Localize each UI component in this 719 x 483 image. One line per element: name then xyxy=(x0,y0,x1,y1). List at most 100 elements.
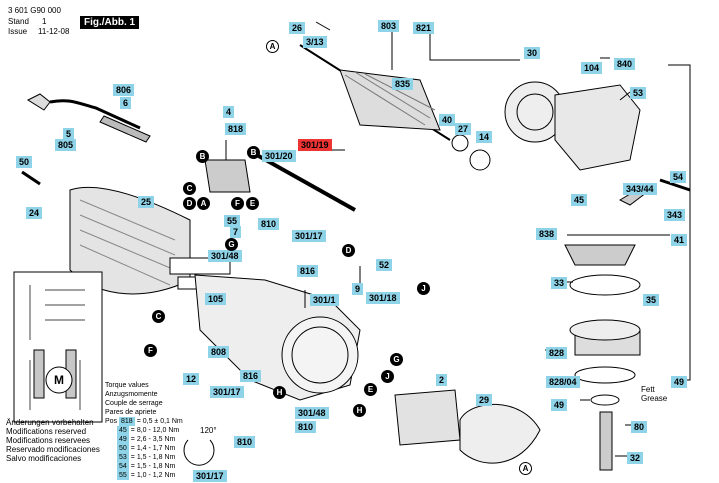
part-number-label: 810 xyxy=(258,218,280,230)
part-number-label: 835 xyxy=(392,78,414,90)
part-number-label: 805 xyxy=(55,139,77,151)
power-cord xyxy=(49,99,141,130)
connector-marker: J xyxy=(381,370,394,383)
grease-label-2: Grease xyxy=(641,394,668,403)
connector-marker: G xyxy=(390,353,403,366)
torque-table: Torque values Anzugsmomente Couple de se… xyxy=(105,381,183,480)
part-number-label: 2 xyxy=(436,374,448,386)
torque-title-1: Torque values xyxy=(105,382,149,389)
part-number-label: 301/1 xyxy=(310,294,339,306)
part-number-label: 343/44 xyxy=(623,183,657,195)
part-number-label: 105 xyxy=(205,293,227,305)
issue-value: 11-12-08 xyxy=(38,27,70,36)
note-line: Modifications reservees xyxy=(6,436,91,445)
part-number-label: 821 xyxy=(413,22,435,34)
part-number-label: 32 xyxy=(627,452,644,464)
part-number-label: 7 xyxy=(230,226,242,238)
connector-marker: J xyxy=(417,282,430,295)
note-line: Modifications reserved xyxy=(6,427,87,436)
figure-label: Fig./Abb. 1 xyxy=(80,16,140,29)
connector-marker: A xyxy=(266,40,279,53)
modification-notes: Änderungen vorbehalten Modifications res… xyxy=(6,418,100,463)
stand-value: 1 xyxy=(42,17,47,26)
torque-title-3: Couple de serrage xyxy=(105,400,163,407)
issue-label: Issue xyxy=(8,27,28,36)
cord-sleeve xyxy=(99,115,151,143)
torque-title-4: Pares de apriete xyxy=(105,409,157,416)
torque-row: 55= 1,0 - 1,2 Nm xyxy=(117,471,176,480)
motor-symbol xyxy=(45,366,73,394)
wheel-guard xyxy=(459,403,541,464)
connector-marker: B xyxy=(247,146,260,159)
stator xyxy=(394,389,461,446)
part-number-label: 5 xyxy=(63,128,75,140)
part-number-label: 53 xyxy=(630,87,647,99)
connector-marker: B xyxy=(196,150,209,163)
part-number-label: 24 xyxy=(26,207,43,219)
part-number-label: 816 xyxy=(297,265,319,277)
torque-row: 49= 2,6 - 3,5 Nm xyxy=(117,435,176,444)
part-number-label: 27 xyxy=(455,123,472,135)
connector-marker: A xyxy=(519,462,532,475)
part-number-label: 803 xyxy=(378,20,400,32)
connector-marker: C xyxy=(152,310,165,323)
grease-label-1: Fett xyxy=(641,385,655,394)
connector-marker: H xyxy=(353,404,366,417)
part-number-label: 828/04 xyxy=(546,376,580,388)
part-number-label: 104 xyxy=(581,62,603,74)
torque-row: 45= 8,0 - 12,0 Nm xyxy=(117,426,180,435)
angle-label: 120° xyxy=(200,426,217,435)
part-number-label: 40 xyxy=(439,114,456,126)
doc-number: 3 601 G90 000 xyxy=(8,6,61,15)
part-number-label: 45 xyxy=(571,194,588,206)
part-number-label: 301/20 xyxy=(262,150,296,162)
switch-block xyxy=(204,159,251,193)
part-number-label: 838 xyxy=(536,228,558,240)
part-number-label: 301/17 xyxy=(193,470,227,482)
part-number-label: 52 xyxy=(376,259,393,271)
part-number-label: 55 xyxy=(224,215,241,227)
connector-marker: H xyxy=(273,386,286,399)
connector-marker: C xyxy=(183,182,196,195)
connector-marker: F xyxy=(231,197,244,210)
connector-marker: E xyxy=(364,383,377,396)
part-number-label: 49 xyxy=(551,399,568,411)
part-number-label: 35 xyxy=(643,294,660,306)
part-number-label: 301/19 xyxy=(298,139,332,151)
part-number-label: 41 xyxy=(671,234,688,246)
note-line: Änderungen vorbehalten xyxy=(6,418,94,427)
connector-marker: G xyxy=(225,238,238,251)
wiring-diagram xyxy=(13,271,103,423)
part-number-label: 840 xyxy=(614,58,636,70)
torque-title-2: Anzugsmomente xyxy=(105,391,158,398)
part-number-label: 818 xyxy=(225,123,247,135)
power-plug xyxy=(26,93,51,111)
gear-head xyxy=(554,84,641,171)
part-number-label: 30 xyxy=(524,47,541,59)
part-number-label: 301/18 xyxy=(366,292,400,304)
stand-label: Stand xyxy=(8,17,29,26)
part-number-label: 14 xyxy=(476,131,493,143)
spindle xyxy=(599,411,613,471)
part-number-label: 6 xyxy=(120,97,132,109)
torque-row: 53= 1,5 - 1,8 Nm xyxy=(117,453,176,462)
torque-row: Pos 818= 0,5 ± 0,1 Nm xyxy=(105,417,183,426)
part-number-label: 3/13 xyxy=(303,36,327,48)
part-number-label: 12 xyxy=(183,373,200,385)
part-number-label: 301/48 xyxy=(208,250,242,262)
part-number-label: 816 xyxy=(240,370,262,382)
note-line: Reservado modificaciones xyxy=(6,445,100,454)
part-number-label: 26 xyxy=(289,22,306,34)
motor-symbol-label: M xyxy=(54,373,64,387)
connector-marker: E xyxy=(246,197,259,210)
part-number-label: 9 xyxy=(352,283,364,295)
part-number-label: 33 xyxy=(551,277,568,289)
part-number-label: 301/17 xyxy=(210,386,244,398)
connector-marker: F xyxy=(144,344,157,357)
part-number-label: 54 xyxy=(670,171,687,183)
part-number-label: 25 xyxy=(138,196,155,208)
part-number-label: 343 xyxy=(664,209,686,221)
connector-marker: D xyxy=(342,244,355,257)
part-number-label: 80 xyxy=(631,421,648,433)
part-number-label: 50 xyxy=(16,156,33,168)
